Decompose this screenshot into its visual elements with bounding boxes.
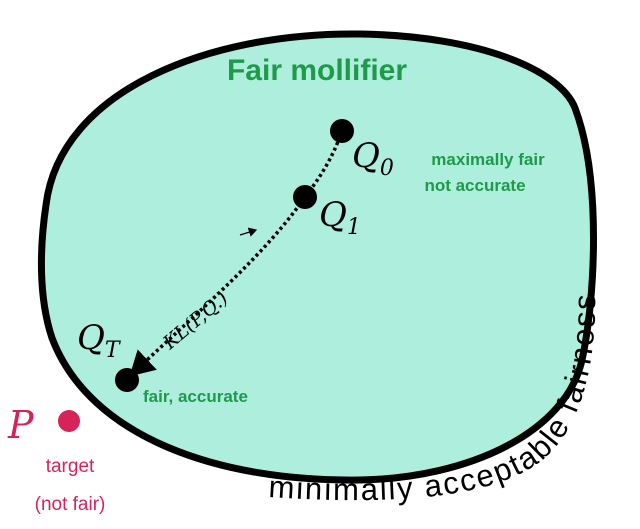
target-symbol: P: [7, 403, 35, 447]
target-note-line2: (not fair): [35, 494, 106, 515]
q0-note-line1: maximally fair: [431, 150, 545, 169]
q0-point: [330, 119, 354, 143]
q0-label: Q0: [352, 136, 394, 181]
q0-subscript: 0: [380, 156, 394, 181]
q0-symbol: Q: [352, 136, 380, 176]
q0-note-line2: not accurate: [424, 176, 525, 195]
fair-region: [37, 30, 597, 484]
qt-subscript: T: [105, 338, 122, 363]
mollifier-path: [129, 130, 344, 377]
q1-subscript: 1: [347, 215, 361, 240]
qt-label: QT: [77, 318, 122, 363]
region-title: Fair mollifier: [227, 54, 407, 87]
q1-symbol: Q: [319, 195, 347, 235]
q1-point: [293, 185, 317, 209]
target-point: [58, 410, 80, 432]
qt-symbol: Q: [77, 318, 105, 358]
q1-label: Q1: [319, 195, 361, 240]
kl-direction-arrow: [239, 227, 258, 237]
qt-note: fair, accurate: [143, 387, 248, 406]
target-note-line1: target: [46, 456, 95, 477]
qt-point: [115, 368, 139, 392]
